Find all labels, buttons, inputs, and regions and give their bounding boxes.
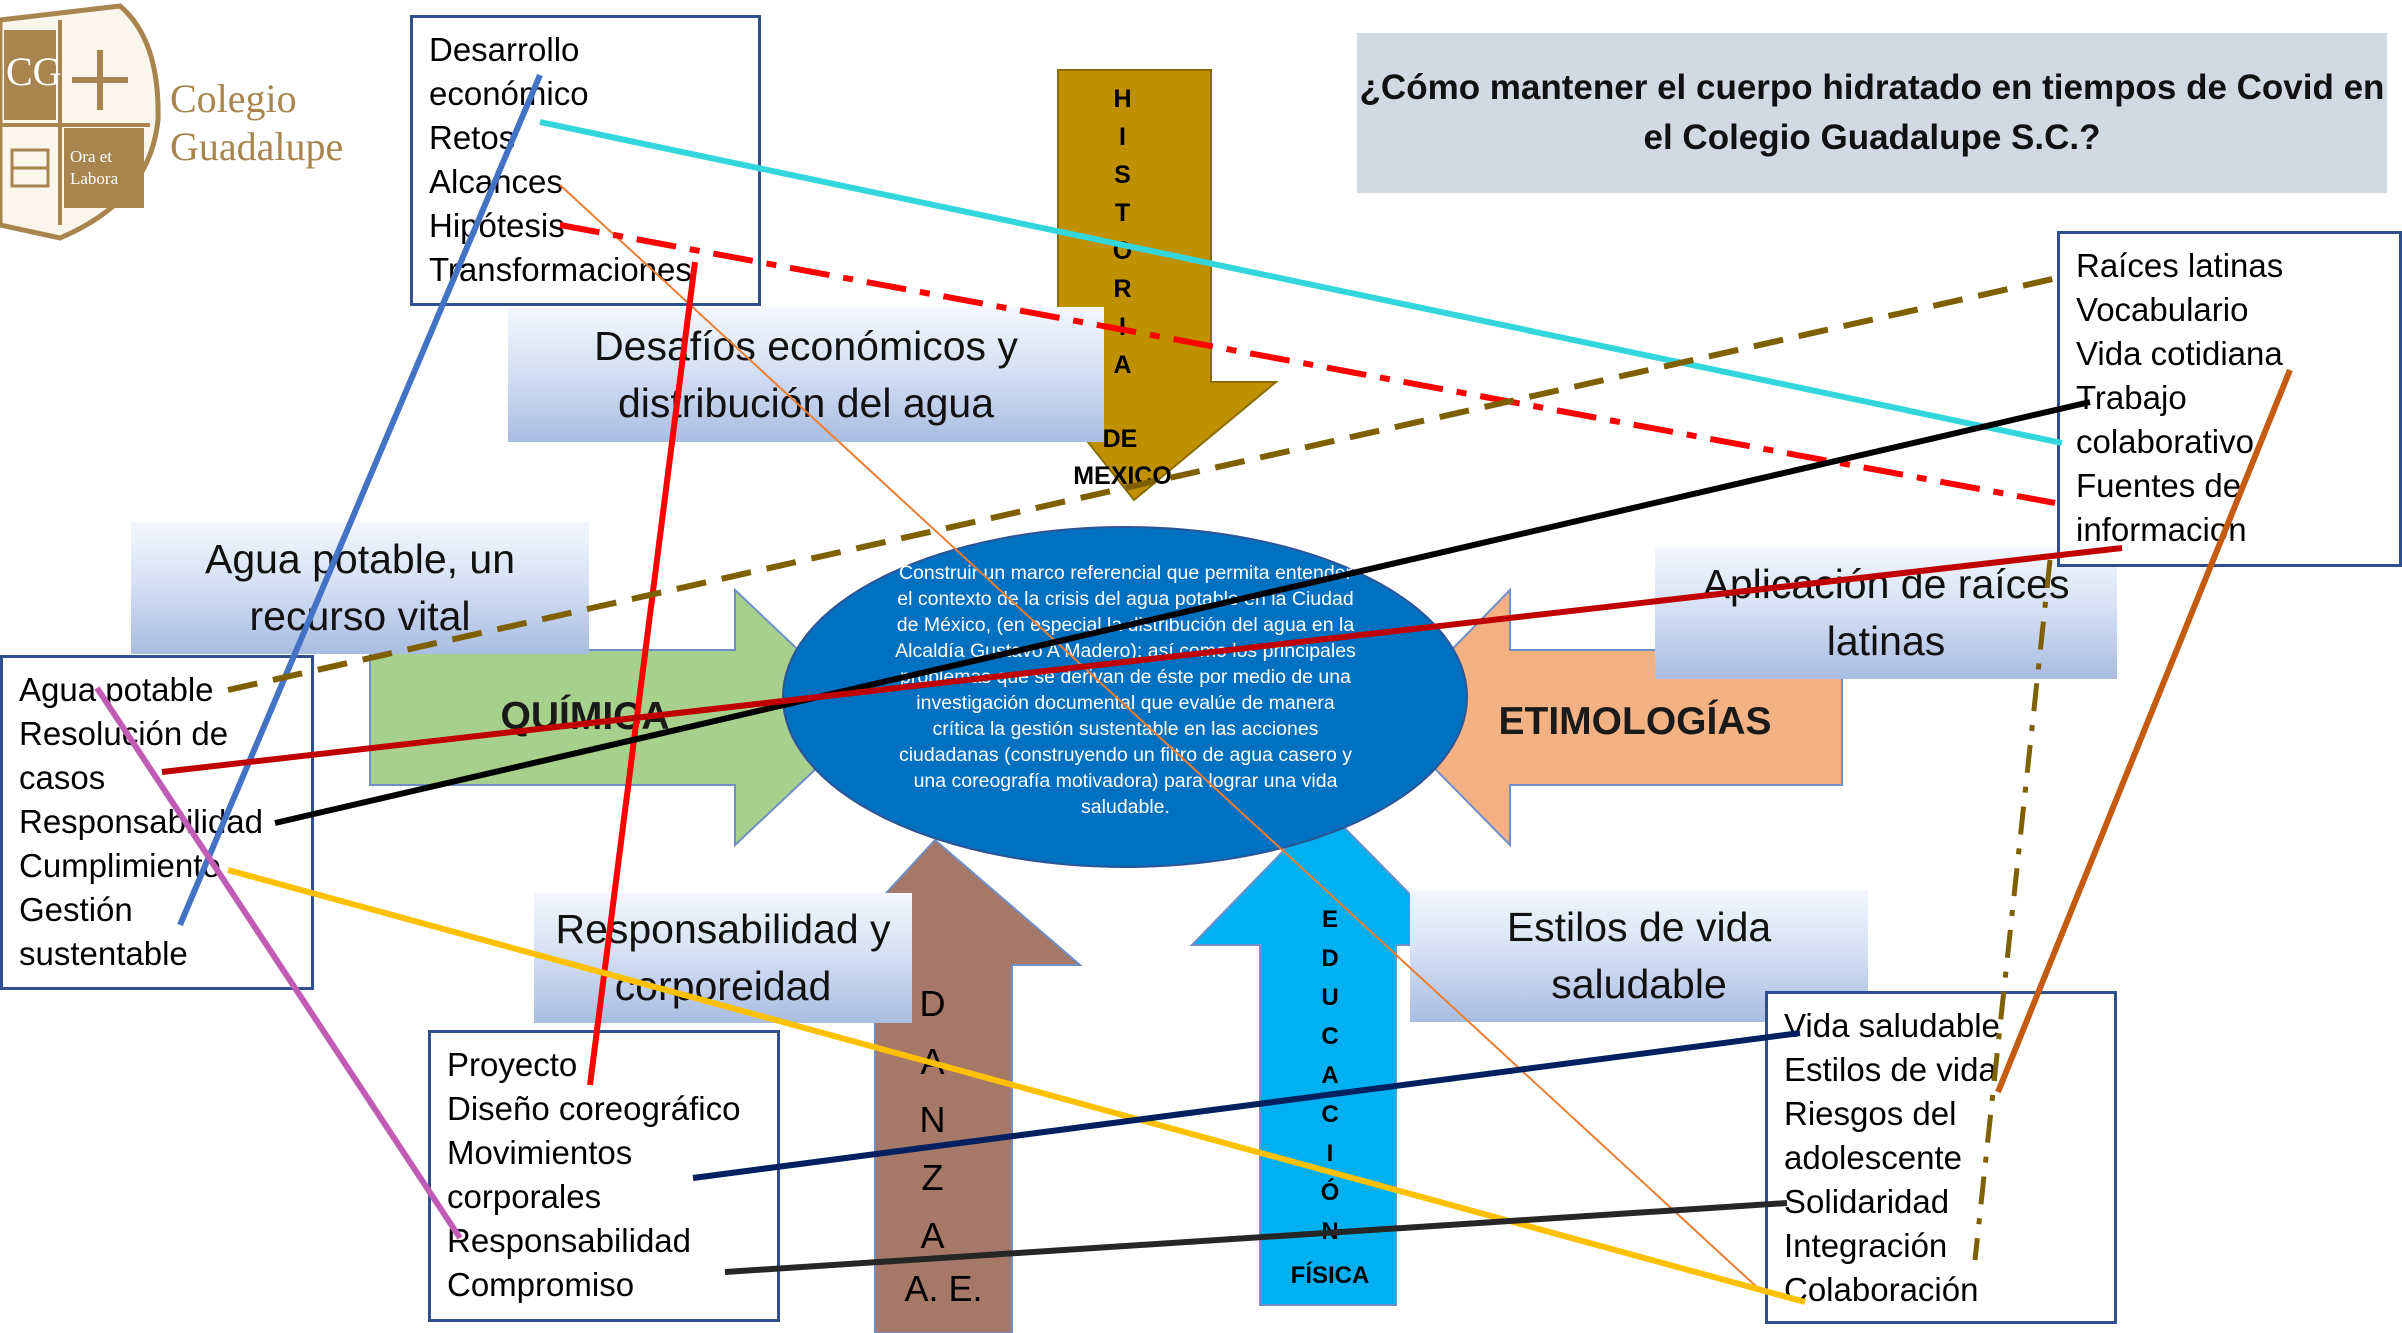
educacion-letter: Ó bbox=[1320, 1179, 1340, 1206]
list-item: Solidaridad bbox=[1784, 1183, 1950, 1220]
list-item: Responsabilidad bbox=[19, 803, 264, 840]
historia-letter: T bbox=[1114, 199, 1131, 227]
historia-letter: O bbox=[1112, 237, 1133, 265]
list-item: Integración bbox=[1784, 1227, 1948, 1264]
list-item: Agua potable bbox=[19, 671, 214, 708]
list-item: Vocabulario bbox=[2076, 291, 2249, 328]
etimologias-label: ETIMOLOGÍAS bbox=[1498, 700, 1772, 743]
danza-letter: N bbox=[919, 1099, 946, 1140]
list-item: Proyecto bbox=[447, 1046, 578, 1083]
list-item: sustentable bbox=[19, 935, 188, 972]
list-item: Cumplimiento bbox=[19, 847, 221, 884]
banner-agua-potable-text: Agua potable, un recurso vital bbox=[204, 536, 516, 639]
banner-responsabilidad-text: Responsabilidad y corporeidad bbox=[555, 906, 891, 1009]
educacion-letter: A bbox=[1321, 1062, 1339, 1089]
educacion-topics-box: Vida saludable Estilos de vida Riesgos d… bbox=[1765, 991, 2117, 1324]
list-item: Alcances bbox=[429, 163, 563, 200]
educacion-letter: E bbox=[1321, 906, 1338, 933]
educacion-letter: I bbox=[1326, 1140, 1334, 1167]
list-item: corporales bbox=[447, 1178, 602, 1215]
list-item: Responsabilidad bbox=[447, 1222, 692, 1259]
banner-desafios: Desafíos económicos y distribución del a… bbox=[508, 307, 1104, 442]
svg-text:Labora: Labora bbox=[70, 169, 119, 188]
list-item: Raíces latinas bbox=[2076, 247, 2284, 284]
school-crest-logo: CG Ora et Labora bbox=[0, 3, 161, 241]
list-item: Compromiso bbox=[447, 1266, 635, 1303]
historia-suffix-mexico: MEXICO bbox=[1073, 462, 1172, 490]
list-item: informacion bbox=[2076, 511, 2247, 548]
list-item: Hipótesis bbox=[429, 207, 565, 244]
danza-letter: D bbox=[919, 983, 946, 1024]
historia-topics-box: Desarrollo económico Retos Alcances Hipó… bbox=[410, 15, 761, 306]
danza-suffix: A. E. bbox=[904, 1268, 983, 1309]
list-item: Vida cotidiana bbox=[2076, 335, 2283, 372]
historia-letter: R bbox=[1113, 275, 1132, 303]
danza-vertical-label: D A N Z A bbox=[910, 975, 955, 1265]
list-item: Trabajo bbox=[2076, 379, 2187, 416]
historia-vertical-label: H I S T O R I A bbox=[1100, 80, 1145, 384]
banner-estilos-text: Estilos de vida saludable bbox=[1506, 904, 1772, 1007]
list-item: Fuentes de bbox=[2076, 467, 2242, 504]
list-item: Retos bbox=[429, 119, 516, 156]
historia-letter: I bbox=[1119, 123, 1126, 151]
quimica-topics-box: Agua potable Resolución de casos Respons… bbox=[0, 655, 314, 990]
danza-letter: Z bbox=[921, 1157, 944, 1198]
educacion-letter: N bbox=[1321, 1218, 1339, 1245]
list-item: Desarrollo bbox=[429, 31, 580, 68]
list-item: Resolución de bbox=[19, 715, 229, 752]
danza-letter: A bbox=[920, 1041, 945, 1082]
educacion-letter: U bbox=[1321, 984, 1339, 1011]
educacion-letter: D bbox=[1321, 945, 1339, 972]
list-item: Vida saludable bbox=[1784, 1007, 2000, 1044]
list-item: colaborativo bbox=[2076, 423, 2254, 460]
historia-letter: S bbox=[1114, 161, 1131, 189]
educacion-letter: C bbox=[1321, 1101, 1339, 1128]
historia-letter: H bbox=[1113, 85, 1132, 113]
educacion-suffix: FÍSICA bbox=[1290, 1262, 1370, 1289]
list-item: Diseño coreográfico bbox=[447, 1090, 741, 1127]
danza-topics-box: Proyecto Diseño coreográfico Movimientos… bbox=[428, 1030, 780, 1322]
list-item: casos bbox=[19, 759, 106, 796]
svg-text:CG: CG bbox=[6, 49, 62, 94]
center-objective-text: Construir un marco referencial que permi… bbox=[895, 562, 1356, 818]
list-item: Gestión bbox=[19, 891, 133, 928]
list-item: económico bbox=[429, 75, 589, 112]
list-item: Colaboración bbox=[1784, 1271, 1979, 1308]
historia-letter: A bbox=[1113, 351, 1132, 379]
educacion-vertical-label: E D U C A C I Ó N bbox=[1310, 900, 1350, 1251]
list-item: Movimientos bbox=[447, 1134, 633, 1171]
etimologias-topics-box: Raíces latinas Vocabulario Vida cotidian… bbox=[2057, 231, 2402, 567]
historia-letter: I bbox=[1119, 313, 1126, 341]
list-item: adolescente bbox=[1784, 1139, 1962, 1176]
list-item: Transformaciones bbox=[429, 251, 692, 288]
quimica-label: QUÍMICA bbox=[500, 695, 670, 738]
list-item: Estilos de vida bbox=[1784, 1051, 1997, 1088]
banner-raices-text: Aplicación de raíces latinas bbox=[1702, 561, 2070, 664]
educacion-letter: C bbox=[1321, 1023, 1339, 1050]
banner-raices: Aplicación de raíces latinas bbox=[1655, 547, 2117, 679]
danza-letter: A bbox=[920, 1215, 945, 1256]
svg-text:Ora et: Ora et bbox=[70, 147, 112, 166]
banner-responsabilidad: Responsabilidad y corporeidad bbox=[534, 893, 912, 1023]
banner-agua-potable: Agua potable, un recurso vital bbox=[131, 522, 589, 654]
list-item: Riesgos del bbox=[1784, 1095, 1957, 1132]
banner-desafios-text: Desafíos económicos y distribución del a… bbox=[594, 322, 1018, 426]
